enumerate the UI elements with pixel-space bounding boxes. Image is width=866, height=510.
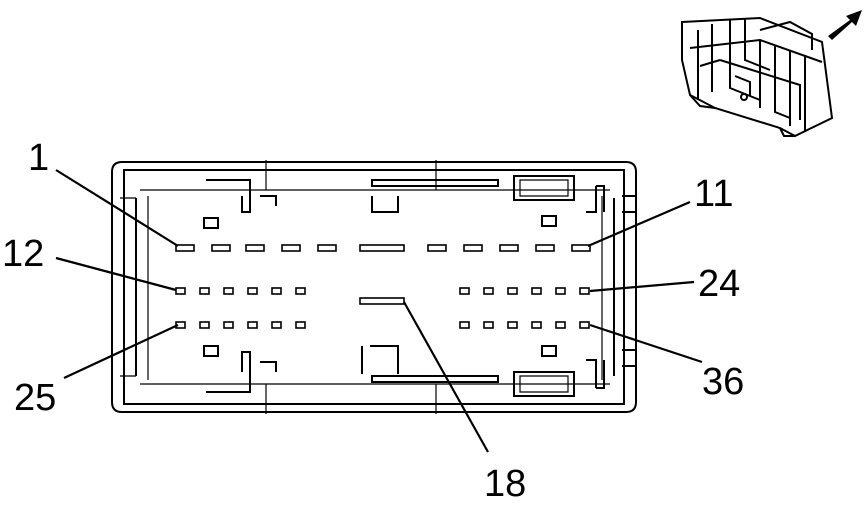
connector-housing [111, 160, 637, 414]
connector-isometric-icon [681, 16, 834, 138]
label-pin-12: 12 [2, 233, 44, 275]
cavity-row-bottom [175, 321, 590, 329]
label-pin-11: 11 [694, 173, 733, 215]
arrow-up-right-icon [828, 10, 862, 40]
label-pin-24: 24 [698, 263, 740, 305]
leader-pin-1 [55, 169, 179, 247]
leader-pin-24 [589, 280, 695, 293]
cavity-row-middle [175, 287, 590, 305]
label-pin-1: 1 [28, 137, 49, 179]
label-pin-18: 18 [484, 463, 526, 505]
leader-pin-25 [63, 324, 179, 379]
leader-pin-12 [55, 256, 177, 292]
leader-pin-18 [403, 301, 489, 453]
leader-lines [55, 169, 703, 453]
label-pin-36: 36 [702, 361, 744, 403]
label-pin-25: 25 [14, 377, 56, 419]
leader-pin-36 [589, 323, 703, 364]
cavity-row-top [175, 244, 591, 252]
leader-pin-11 [587, 200, 691, 248]
